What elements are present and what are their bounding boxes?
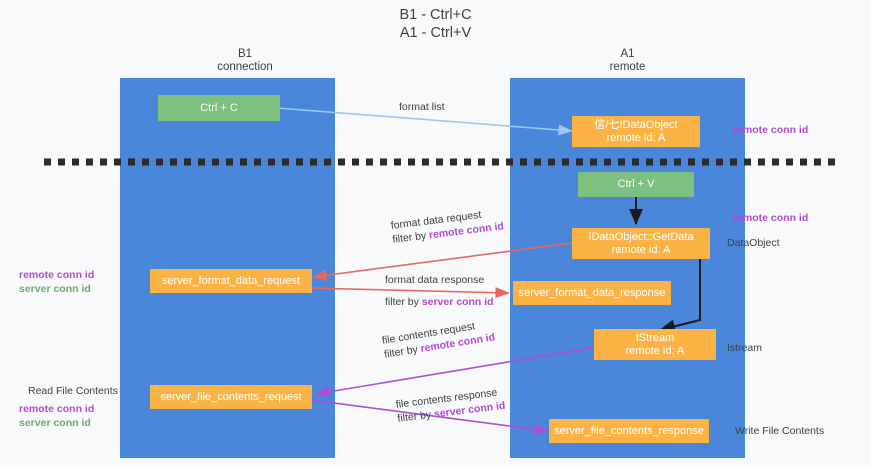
annotation-right-remote-conn-id-mid: remote conn id <box>733 211 808 225</box>
annotation-right-write-file-contents: Write File Contents <box>735 424 824 438</box>
box-idataobject-top[interactable]: 信/七IDataObject remote id: A <box>572 116 700 147</box>
box-server-format-data-response[interactable]: server_format_data_response <box>513 281 671 305</box>
filter-key-server-conn-id: server conn id <box>421 296 494 308</box>
edge-label-format-data-response: format data response filter by server co… <box>385 273 494 309</box>
column-header-a1-name: A1 <box>620 48 635 60</box>
box-server-format-data-response-label: server_format_data_response <box>518 286 666 299</box>
column-header-b1-role: connection <box>217 61 273 73</box>
edge-label-file-contents-request: file contents request filter by remote c… <box>381 316 496 361</box>
box-ctrl-v[interactable]: Ctrl + V <box>578 172 694 197</box>
annotation-right-write-file-contents-text: Write File Contents <box>735 425 825 437</box>
annotation-right-remote-conn-id-top-text: remote conn id <box>733 124 809 136</box>
annotation-left-conn-ids-bottom: remote conn id server conn id <box>19 402 94 430</box>
box-server-file-contents-request-label: server_file_contents_request <box>160 390 302 403</box>
title-line-1: B1 - Ctrl+C <box>399 7 472 23</box>
annotation-right-remote-conn-id-mid-text: remote conn id <box>733 212 809 224</box>
edge-label-format-data-response-text: format data response <box>385 274 485 286</box>
annotation-right-dataobject-text: DataObject <box>727 237 780 249</box>
edge-label-format-data-response-filter: filter by server conn id <box>385 295 494 309</box>
box-istream-line2: remote id: A <box>625 344 685 357</box>
box-idataobject-top-line1: 信/七IDataObject <box>594 118 678 131</box>
annotation-right-istream: Istream <box>727 341 762 355</box>
box-idataobject-getdata[interactable]: IDataObject::GetData remote id: A <box>572 228 710 259</box>
filter-prefix: filter by <box>396 408 435 425</box>
annotation-right-istream-text: Istream <box>727 342 763 354</box>
edge-label-format-data-request: format data request filter by remote con… <box>390 205 505 246</box>
box-idataobject-top-line2: remote id: A <box>606 131 666 144</box>
annotation-left-read-file-contents: Read File Contents <box>28 384 118 398</box>
annotation-left-bot-remote-text: remote conn id <box>19 403 95 415</box>
edge-label-format-list: format list <box>399 100 445 114</box>
edge-label-format-list-text: format list <box>399 101 445 113</box>
column-header-b1: B1 connection <box>145 48 345 74</box>
annotation-right-remote-conn-id-top: remote conn id <box>733 123 808 137</box>
box-server-file-contents-response[interactable]: server_file_contents_response <box>549 419 709 443</box>
annotation-left-read-file-contents-text: Read File Contents <box>28 385 118 397</box>
column-header-a1: A1 remote <box>520 48 735 74</box>
annotation-left-conn-ids-mid: remote conn id server conn id <box>19 268 94 296</box>
annotation-left-mid-remote-text: remote conn id <box>19 269 95 281</box>
edge-label-file-contents-response: file contents response filter by server … <box>395 385 506 426</box>
annotation-left-bot-server-text: server conn id <box>19 417 91 429</box>
box-server-format-data-request-label: server_format_data_request <box>161 274 301 287</box>
column-header-a1-role: remote <box>609 61 646 73</box>
box-getdata-line2: remote id: A <box>611 243 671 256</box>
page-title: B1 - Ctrl+C A1 - Ctrl+V <box>0 6 871 42</box>
filter-prefix: filter by <box>391 229 430 246</box>
box-istream[interactable]: IStream remote id: A <box>594 329 716 360</box>
title-line-2: A1 - Ctrl+V <box>399 25 472 41</box>
box-ctrl-v-label: Ctrl + V <box>617 178 655 190</box>
box-ctrl-c-label: Ctrl + C <box>200 101 238 114</box>
box-getdata-line1: IDataObject::GetData <box>588 230 694 243</box>
column-header-b1-name: B1 <box>237 48 253 60</box>
annotation-left-mid-server-text: server conn id <box>19 283 91 295</box>
box-server-file-contents-response-label: server_file_contents_response <box>554 424 704 437</box>
box-ctrl-c[interactable]: Ctrl + C <box>158 95 280 121</box>
box-server-format-data-request[interactable]: server_format_data_request <box>150 269 312 293</box>
box-server-file-contents-request[interactable]: server_file_contents_request <box>150 385 312 409</box>
filter-prefix: filter by <box>385 296 422 308</box>
box-istream-line1: IStream <box>635 331 675 344</box>
annotation-right-dataobject: DataObject <box>727 236 780 250</box>
